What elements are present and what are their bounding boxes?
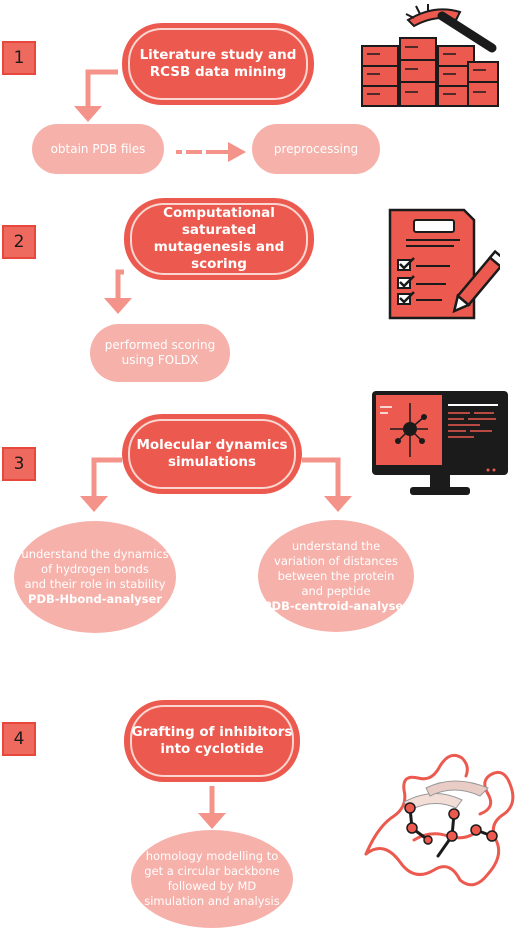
step1-title-pill: Literature study and RCSB data mining [122, 23, 314, 105]
centroid-description: understand the variation of distances be… [274, 538, 398, 598]
arrow-step3-right [302, 457, 341, 498]
preprocessing-label: preprocessing [273, 141, 359, 156]
step3-title: Molecular dynamics simulations [136, 437, 288, 470]
hbond-description: understand the dynamics of hydrogen bond… [21, 547, 169, 591]
foldx-scoring-label: performed scoring using FOLDX [104, 338, 216, 367]
preprocessing-pill: preprocessing [252, 124, 380, 174]
step-number-2: 2 [2, 225, 36, 259]
arrow-step2-to-scoring [115, 269, 124, 300]
step4-title: Grafting of inhibitors into cyclotide [131, 724, 293, 757]
dashed-arrow-obtain-to-preprocess [176, 142, 246, 162]
obtain-pdb-label: obtain PDB files [50, 141, 146, 156]
arrow-step1-to-obtain [85, 69, 118, 108]
foldx-scoring-pill: performed scoring using FOLDX [90, 324, 230, 382]
step-number-1: 1 [2, 41, 36, 75]
homology-modelling-label: homology modelling to get a circular bac… [144, 849, 280, 908]
checklist-document-icon [388, 208, 500, 320]
step-number-3: 3 [2, 447, 36, 481]
step2-title: Computational saturated mutagenesis and … [153, 205, 285, 272]
obtain-pdb-pill: obtain PDB files [32, 124, 164, 174]
centroid-tool-name: PDB-centroid-analyser [263, 598, 409, 613]
step4-title-pill: Grafting of inhibitors into cyclotide [124, 700, 300, 782]
homology-modelling-circle: homology modelling to get a circular bac… [131, 830, 293, 928]
cyclotide-structure-icon [364, 753, 515, 887]
database-mining-icon [361, 4, 499, 107]
hbond-tool-name: PDB-Hbond-analyser [28, 592, 162, 606]
computer-monitor-icon [372, 391, 508, 495]
step2-title-pill: Computational saturated mutagenesis and … [124, 198, 314, 280]
arrow-step3-left [91, 457, 122, 498]
step3-title-pill: Molecular dynamics simulations [122, 414, 302, 494]
step1-title: Literature study and RCSB data mining [139, 47, 297, 80]
hbond-analysis-ellipse: understand the dynamics of hydrogen bond… [14, 521, 176, 633]
step-number-4: 4 [2, 722, 36, 756]
centroid-analysis-ellipse: understand the variation of distances be… [258, 520, 414, 632]
